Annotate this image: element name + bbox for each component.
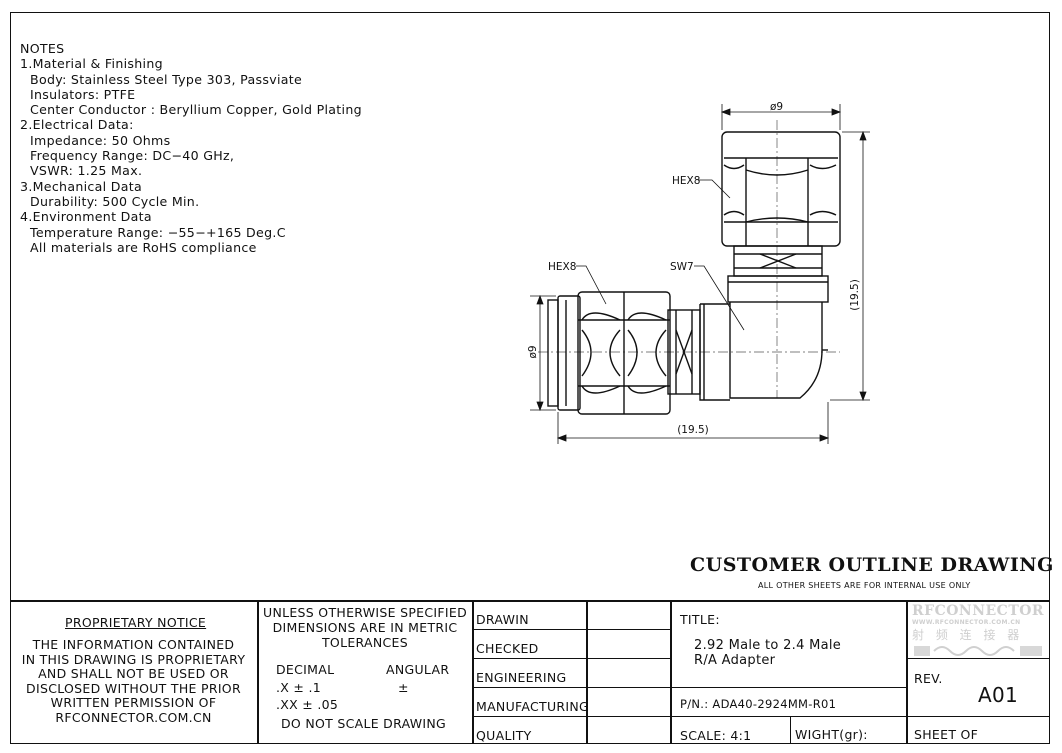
decimal-xx: .XX ± .05 — [276, 697, 339, 712]
note-line: 3.Mechanical Data — [20, 178, 143, 194]
note-line: 2.Electrical Data: — [20, 117, 134, 133]
logo-name: RFCONNECTOR — [912, 603, 1045, 619]
proprietary-heading: PROPRIETARY NOTICE — [65, 615, 207, 630]
role-manufacturing: MANUFACTURING — [476, 699, 590, 714]
dim-width — [556, 402, 830, 444]
label-sw: SW7 — [670, 261, 694, 273]
notes-heading: NOTES — [20, 41, 65, 56]
note-line: Center Conductor : Beryllium Copper, Gol… — [30, 102, 362, 118]
proprietary-line: THE INFORMATION CONTAINED — [32, 637, 235, 652]
sheet: SHEET OF — [914, 727, 979, 742]
note-line: Temperature Range: −55−+165 Deg.C — [30, 224, 286, 240]
drawing-subtitle: ALL OTHER SHEETS ARE FOR INTERNAL USE ON… — [758, 581, 971, 590]
dim-top-diameter — [720, 104, 842, 130]
proprietary-line: AND SHALL NOT BE USED OR — [38, 666, 229, 682]
no-scale-note: DO NOT SCALE DRAWING — [281, 716, 447, 731]
left-hex-nut — [577, 291, 671, 415]
logo-url: WWW.RFCONNECTOR.COM.CN — [912, 619, 1021, 626]
note-line: Impedance: 50 Ohms — [30, 132, 171, 148]
elbow-body — [699, 275, 829, 401]
note-line: Frequency Range: DC−40 GHz, — [30, 148, 235, 164]
top-hex-nut — [721, 131, 841, 247]
proprietary-line: DISCLOSED WITHOUT THE PRIOR — [26, 680, 241, 696]
angular-value: ± — [398, 680, 409, 695]
leaders — [576, 179, 745, 331]
role-quality: QUALITY — [476, 728, 532, 743]
tolerance-line: UNLESS OTHERWISE SPECIFIED — [263, 605, 467, 620]
logo-cn: 射 频 连 接 器 — [912, 628, 1024, 642]
left-face — [547, 295, 581, 411]
title-line-1: 2.92 Male to 2.4 Male — [694, 638, 842, 653]
rev-label: REV. — [914, 671, 943, 686]
angular-label: ANGULAR — [386, 662, 450, 677]
tolerance-line: TOLERANCES — [322, 634, 408, 650]
drawing-frame — [10, 12, 1050, 744]
role-checked: CHECKED — [476, 641, 539, 656]
logo-wave-icon — [914, 646, 1042, 656]
dim-left-diameter-label: ø9 — [527, 345, 539, 358]
label-hex-left: HEX8 — [548, 261, 576, 273]
dim-height — [830, 130, 870, 402]
dim-left-diameter — [530, 294, 556, 412]
note-line: Body: Stainless Steel Type 303, Passviat… — [30, 71, 303, 87]
centerlines — [538, 120, 840, 398]
scale: SCALE: 4:1 — [680, 728, 752, 743]
role-engineering: ENGINEERING — [476, 670, 567, 685]
dim-width-label: (19.5) — [677, 424, 709, 436]
note-line: 1.Material & Finishing — [20, 56, 163, 72]
top-neck — [733, 245, 823, 277]
decimal-label: DECIMAL — [276, 662, 335, 677]
dim-top-diameter-label: ø9 — [770, 101, 783, 113]
note-line: All materials are RoHS compliance — [30, 239, 257, 255]
proprietary-line: IN THIS DRAWING IS PROPRIETARY — [21, 651, 246, 667]
tolerance-line: DIMENSIONS ARE IN METRIC — [272, 619, 458, 635]
note-line: Durability: 500 Cycle Min. — [30, 193, 200, 209]
dim-height-label: (19.5) — [849, 279, 861, 311]
left-neck — [667, 309, 701, 395]
decimal-x: .X ± .1 — [276, 680, 321, 695]
company-logo: RFCONNECTOR WWW.RFCONNECTOR.COM.CN 射 频 连… — [912, 603, 1048, 663]
label-hex-top: HEX8 — [672, 175, 700, 187]
note-line: 4.Environment Data — [20, 209, 152, 225]
title-label: TITLE: — [680, 612, 720, 627]
drawing-title: CUSTOMER OUTLINE DRAWING — [690, 554, 1054, 576]
weight: WIGHT(gr): — [795, 727, 868, 742]
note-line: Insulators: PTFE — [30, 86, 136, 102]
rev-value: A01 — [978, 683, 1019, 707]
title-block-top-border — [10, 600, 1050, 602]
proprietary-line: WRITTEN PERMISSION OF — [50, 695, 217, 711]
part-number: P/N.: ADA40-2924MM-R01 — [680, 697, 837, 711]
role-drawin: DRAWIN — [476, 612, 529, 627]
note-line: VSWR: 1.25 Max. — [30, 163, 143, 179]
proprietary-line: RFCONNECTOR.COM.CN — [55, 709, 212, 725]
title-line-2: R/A Adapter — [694, 653, 776, 668]
